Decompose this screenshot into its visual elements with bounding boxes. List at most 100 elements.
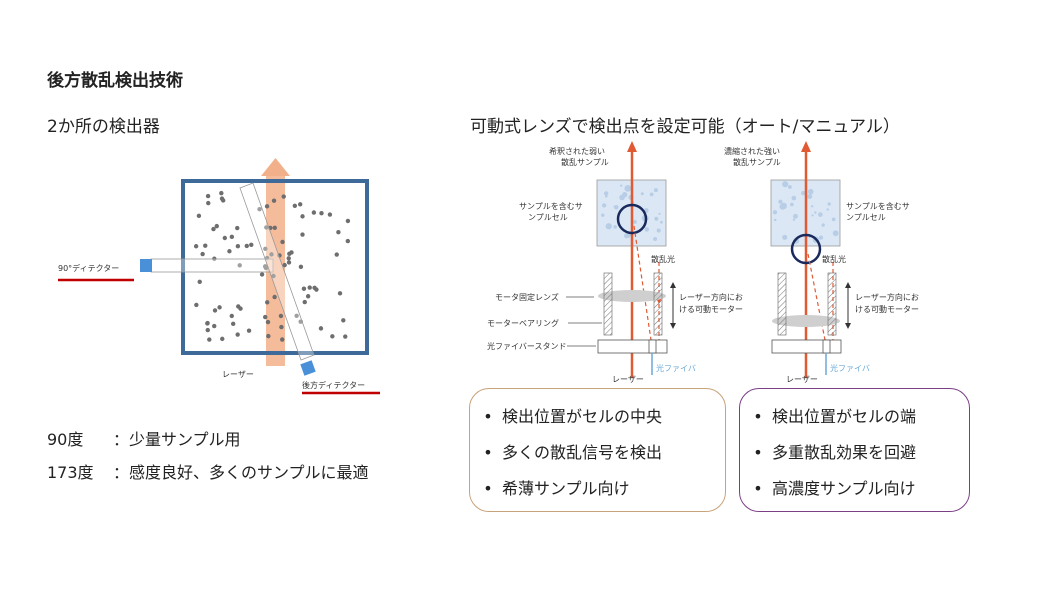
cell-texture-dot: [791, 195, 797, 201]
cell-texture-dot: [832, 230, 839, 237]
particle: [219, 190, 224, 196]
box-a-item: 検出位置がセルの中央: [474, 399, 725, 435]
particle: [205, 327, 210, 333]
particle: [345, 238, 351, 244]
cell-texture-dot: [601, 213, 605, 217]
right-heading: 可動式レンズで検出点を設定可能（オート/マニュアル）: [470, 117, 900, 137]
note-90-text: ：少量サンプル用: [113, 430, 241, 449]
fiber-a-holder: [648, 339, 657, 354]
cell-texture-dot: [782, 181, 789, 188]
motor-range-a-down: [670, 323, 676, 329]
particle: [230, 321, 236, 327]
cell-texture-dot: [624, 184, 632, 192]
particle: [220, 336, 225, 342]
particle: [286, 260, 292, 265]
cell-texture-dot: [649, 192, 654, 197]
particle: [292, 203, 298, 208]
particle: [264, 225, 269, 230]
particle: [236, 304, 241, 309]
particle: [278, 313, 284, 319]
particle: [294, 313, 299, 318]
cell-texture-dot: [811, 214, 814, 217]
laser-b-head: [801, 141, 811, 152]
detector-back-path: [239, 182, 315, 361]
particle: [343, 334, 348, 339]
laser-a-head: [627, 141, 637, 152]
box-edge-detection: 検出位置がセルの端 多重散乱効果を回避 高濃度サンプル向け: [739, 388, 970, 512]
a-motor-label-2: ける可動モーター: [679, 305, 743, 314]
particle: [312, 285, 317, 290]
particle: [206, 200, 211, 206]
motor-range-b-up: [845, 282, 851, 288]
particle: [197, 279, 202, 285]
particle: [222, 235, 228, 241]
cell-texture-dot: [619, 194, 625, 201]
note-173-deg: 173度: [47, 463, 94, 482]
particle: [318, 326, 324, 331]
cell-texture-dot: [658, 212, 661, 215]
particle: [336, 229, 341, 235]
note-90-deg: 90度: [47, 430, 84, 449]
cell-texture-dot: [811, 205, 814, 208]
detector-back: [300, 360, 316, 376]
cell-texture-dot: [773, 218, 777, 222]
b-motor-label-1: レーザー方向にお: [855, 293, 919, 302]
particle: [262, 264, 268, 269]
b-scatter-label: 散乱光: [822, 255, 846, 264]
particle: [327, 212, 333, 217]
particle: [235, 225, 240, 231]
cell-texture-dot: [601, 203, 607, 208]
particle: [205, 193, 211, 199]
particle: [307, 285, 312, 290]
cell-texture-dot: [653, 237, 658, 241]
note-173: 173度 ：感度良好、多くのサンプルに最適: [47, 459, 369, 483]
cell-texture-dot: [787, 185, 792, 189]
b-cell-label-2: ンプルセル: [846, 213, 886, 222]
particle: [297, 202, 303, 207]
stand-a: [597, 339, 668, 354]
particle: [280, 239, 285, 245]
a-stand-label: 光ファイバースタンド: [487, 342, 567, 351]
particle: [212, 308, 218, 313]
cell-texture-dot: [632, 219, 637, 224]
box-b-item: 検出位置がセルの端: [744, 399, 969, 435]
particle: [334, 252, 339, 257]
note-173-text: ：感度良好、多くのサンプルに最適: [113, 463, 369, 482]
scatter-a: [633, 225, 652, 341]
cell-texture-dot: [624, 233, 629, 239]
motor-range-a-up: [670, 282, 676, 288]
particle: [235, 332, 240, 337]
b-top-label-1: 濃縮された強い: [724, 147, 780, 156]
particle: [289, 250, 294, 255]
particle: [281, 194, 286, 199]
laser-beam: [266, 176, 285, 366]
a-top-label-1: 希釈された弱い: [549, 147, 605, 156]
a-motor-label-1: レーザー方向にお: [679, 293, 743, 302]
particle: [229, 234, 235, 240]
particle: [229, 313, 234, 319]
detector-90: [140, 259, 152, 272]
particle: [200, 251, 205, 257]
cell-texture-dot: [826, 208, 829, 211]
particle: [298, 264, 304, 270]
particle: [263, 314, 268, 320]
particle: [194, 302, 199, 308]
particle: [259, 272, 265, 277]
particle: [279, 324, 284, 330]
particle: [237, 263, 242, 268]
particle: [282, 262, 287, 268]
particle: [227, 249, 232, 254]
left-heading: 2か所の検出器: [47, 117, 160, 137]
cell-texture-dot: [807, 194, 813, 199]
lens-b: [772, 315, 840, 327]
bearing-b-right: [827, 272, 837, 336]
cell-texture-dot: [793, 213, 798, 219]
label-laser: レーザー: [222, 370, 254, 379]
particle: [345, 218, 351, 224]
particle: [271, 273, 276, 279]
particle: [193, 244, 199, 249]
particle: [203, 243, 208, 248]
cell-texture-dot: [653, 188, 658, 193]
particle: [214, 223, 219, 229]
